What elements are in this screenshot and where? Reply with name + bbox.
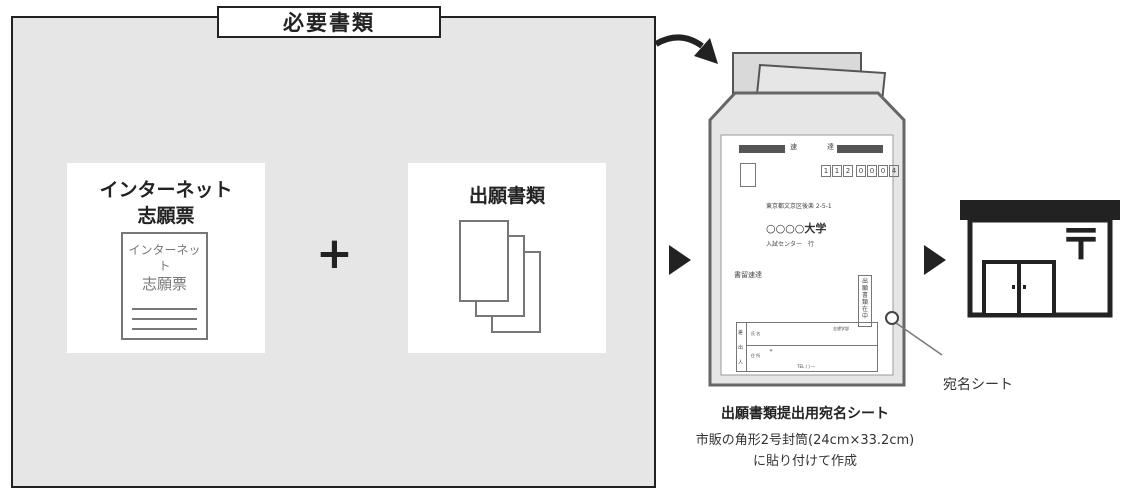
documents-card-title: 出願書類 bbox=[468, 185, 545, 207]
post-office-icon bbox=[960, 200, 1120, 318]
internet-application-card: インターネット 志願票 インターネット 志願票 bbox=[67, 163, 265, 353]
internet-card-title-line2: 志願票 bbox=[137, 205, 195, 227]
caption-title: 出願書類提出用宛名シート bbox=[721, 406, 889, 422]
sender-form-side-label: 差出人 bbox=[738, 330, 744, 366]
postal-digit: 0 bbox=[856, 165, 866, 177]
curved-arrow-icon bbox=[654, 34, 718, 64]
envelope-recipient-office: 入試センター 行 bbox=[766, 241, 815, 248]
envelope-address: 東京都文京区後楽 2-5-1 bbox=[766, 203, 832, 210]
express-label-right: 達 bbox=[827, 143, 834, 151]
section-title: 必要書類 bbox=[217, 6, 441, 38]
callout-label: 宛名シート bbox=[943, 377, 1013, 393]
postal-digit: 2 bbox=[843, 165, 853, 177]
post-office-mark: 〒 bbox=[1060, 220, 1103, 269]
caption-line2: に貼り付けて作成 bbox=[752, 454, 857, 469]
form-icon-text-line2: 志願票 bbox=[141, 275, 187, 293]
application-documents-card: 出願書類 bbox=[408, 163, 606, 353]
postal-digit: 1 bbox=[832, 165, 842, 177]
arrow-right-icon bbox=[669, 245, 691, 275]
postal-digit: 4 bbox=[889, 165, 899, 177]
envelope-side-stamp: 出願書類在中 bbox=[858, 275, 872, 327]
application-form-icon: インターネット 志願票 bbox=[121, 232, 208, 340]
postal-digit: 0 bbox=[867, 165, 877, 177]
form-label-name: 氏 名 bbox=[751, 331, 761, 336]
plus-icon: + bbox=[316, 228, 353, 279]
stacked-documents-icon bbox=[459, 220, 541, 333]
envelope-university: ○○○○大学 bbox=[766, 222, 827, 235]
postal-digit: 1 bbox=[821, 165, 831, 177]
callout-pointer bbox=[885, 311, 943, 356]
internet-card-title-line1: インターネット bbox=[99, 179, 233, 201]
form-label-address: 住 所 bbox=[751, 353, 761, 358]
arrow-right-icon bbox=[924, 245, 946, 275]
form-label-faculty: 志望学部 bbox=[833, 326, 849, 331]
sender-form: 差出人 氏 名 住 所 志望学部 〒 TEL ( ) ― bbox=[736, 322, 878, 372]
express-label-left: 速 bbox=[790, 143, 797, 151]
form-icon-text-line1: インターネット bbox=[128, 243, 201, 273]
envelope-registered-express: 書留速達 bbox=[734, 271, 762, 279]
form-label-tel: TEL ( ) ― bbox=[797, 364, 816, 369]
caption-line1: 市販の角形2号封筒(24cm×33.2cm) bbox=[695, 433, 915, 448]
form-label-postal: 〒 bbox=[769, 348, 773, 353]
envelope-illustration bbox=[708, 52, 906, 387]
postal-code-boxes: 1 1 2 0 0 0 4 bbox=[821, 165, 899, 177]
envelope-label: 速 達 1 1 2 0 0 0 4 東京都文京区後楽 2-5-1 ○○○○大学 … bbox=[721, 135, 899, 375]
postal-digit: 0 bbox=[878, 165, 888, 177]
